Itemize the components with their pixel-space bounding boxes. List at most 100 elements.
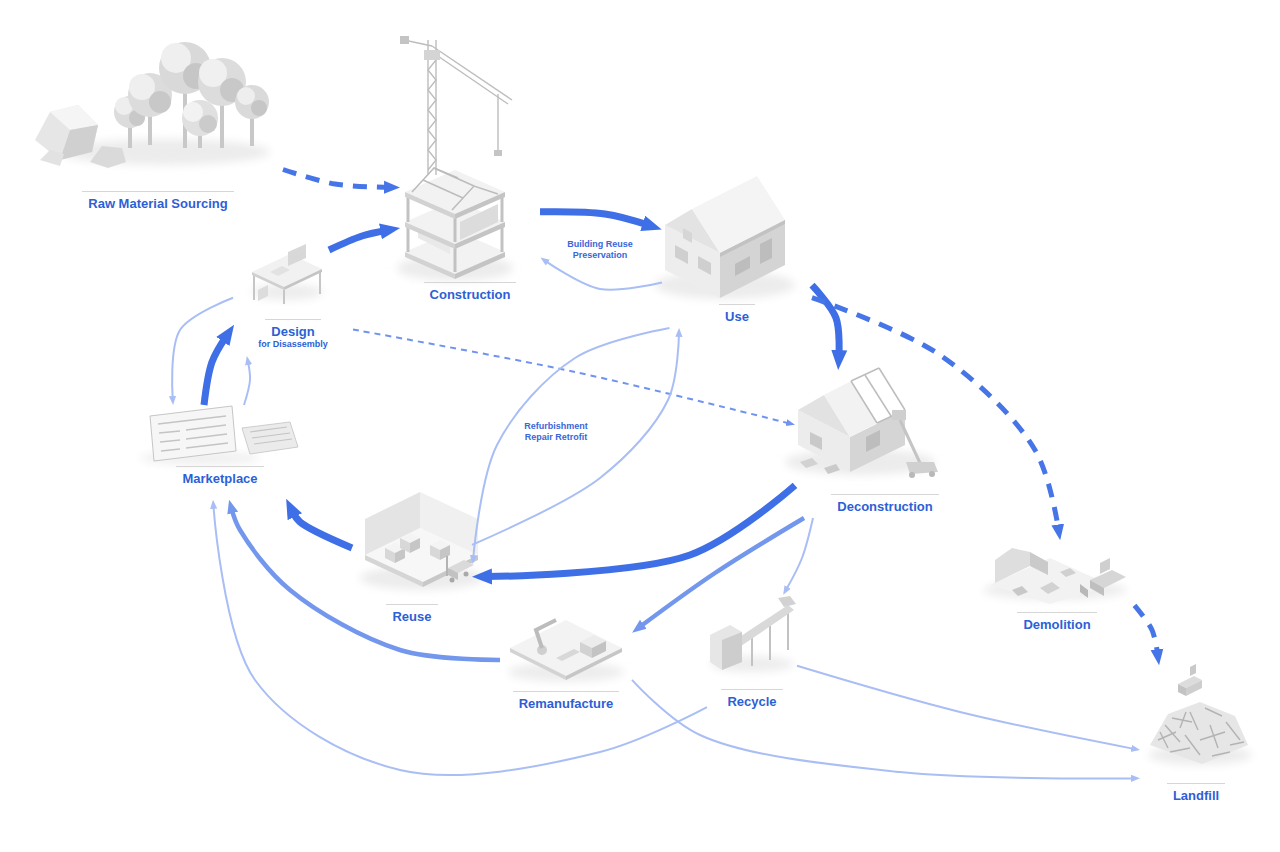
raw-material-illustration-part <box>90 146 126 168</box>
flow-label: Refurbishment Repair Retrofit <box>521 420 591 444</box>
recycle-illustration-part-part <box>787 613 789 650</box>
flow-arrow <box>640 518 804 627</box>
stage-node: Deconstruction <box>795 370 975 518</box>
use-illustration-part <box>760 238 772 264</box>
stage-node: Designfor Disassembly <box>233 250 353 356</box>
demolition-illustration <box>983 548 1127 604</box>
raw-material-illustration-part <box>149 91 171 113</box>
flow-arrow <box>204 336 226 405</box>
recycle-illustration-part <box>735 605 794 646</box>
landfill-illustration-part-part <box>1190 712 1198 730</box>
reuse-illustration-part <box>410 538 420 553</box>
flow-arrow <box>472 334 679 545</box>
raw-material-illustration-part <box>183 102 203 122</box>
marketplace-illustration-part <box>150 406 236 461</box>
landfill-illustration-part-part <box>1160 732 1168 748</box>
stage-label: Use <box>719 304 755 324</box>
design-illustration-part <box>288 244 306 266</box>
construction-illustration-part-part <box>454 217 457 242</box>
deconstruction-illustration-part <box>929 471 935 477</box>
deconstruction-illustration-part <box>909 472 915 478</box>
stage-node: Reuse <box>352 500 472 628</box>
deconstruction-illustration-part <box>800 458 818 468</box>
deconstruction-illustration-part-part <box>851 368 879 381</box>
marketplace-illustration-part-part <box>160 440 180 442</box>
landfill-illustration <box>1148 664 1252 765</box>
stage-label: Raw Material Sourcing <box>82 191 233 211</box>
stage-label: Demolition <box>1017 612 1096 632</box>
design-illustration-part <box>284 269 322 290</box>
construction-illustration-part <box>405 252 455 279</box>
stage-node: Landfill <box>1140 665 1252 807</box>
stage-label: Landfill <box>1167 783 1225 803</box>
construction-illustration-part-part <box>432 46 512 100</box>
marketplace-illustration-part-part <box>250 427 287 432</box>
stage-label: Remanufacture <box>513 691 620 711</box>
construction-illustration-part-part <box>432 52 508 104</box>
raw-material-illustration-part <box>251 100 267 116</box>
flow-arrow <box>232 509 500 660</box>
raw-material-illustration-part <box>182 100 218 136</box>
construction-illustration-part-part <box>407 197 410 222</box>
flow-arrow <box>473 328 669 558</box>
stage-label: Construction <box>424 282 517 302</box>
demolition-illustration-part <box>1090 580 1104 596</box>
construction-illustration-part <box>455 192 505 219</box>
flow-arrow <box>797 666 1134 749</box>
deconstruction-illustration-part <box>824 381 877 437</box>
construction-illustration-part-part <box>423 180 463 198</box>
stage-label: Reuse <box>386 604 437 624</box>
remanufacture-illustration-part <box>556 649 580 661</box>
landfill-illustration-part-part <box>1205 708 1222 716</box>
demolition-illustration-part <box>1040 582 1060 594</box>
deconstruction-illustration-part <box>900 420 920 463</box>
construction-illustration-part-part <box>434 168 474 186</box>
construction-illustration-part-part <box>497 94 498 150</box>
landfill-illustration-part <box>1186 680 1202 696</box>
construction-illustration-part-part <box>454 247 457 272</box>
deconstruction-illustration-part <box>851 368 905 423</box>
construction-illustration-part <box>412 168 498 210</box>
design-illustration-part <box>270 266 290 276</box>
raw-material-illustration-part <box>199 115 217 133</box>
flow-arrow <box>546 261 662 290</box>
raw-material-illustration-part <box>237 87 255 105</box>
reuse-illustration-part <box>440 545 450 560</box>
use-illustration-part <box>720 220 785 257</box>
reuse-illustration-part <box>450 578 455 583</box>
demolition-illustration-part <box>995 548 1030 583</box>
landfill-illustration-part-part <box>1165 725 1180 742</box>
marketplace-illustration-part-part <box>186 434 227 439</box>
construction-illustration-part-part <box>407 227 410 252</box>
construction-illustration-part-part <box>428 50 436 170</box>
marketplace-illustration-part <box>242 422 298 454</box>
construction-illustration-part-part <box>412 168 458 192</box>
remanufacture-illustration-part <box>510 620 622 676</box>
recycle-illustration-part-part <box>769 626 771 660</box>
recycle-illustration-part <box>778 596 796 607</box>
construction-illustration-part <box>455 252 505 279</box>
raw-material-illustration-part <box>35 105 98 160</box>
design-illustration <box>251 244 323 304</box>
deconstruction-illustration-part <box>892 410 906 420</box>
demolition-illustration-part <box>1080 584 1088 598</box>
stage-node: Marketplace <box>140 405 300 500</box>
construction-illustration-part-part <box>501 227 504 252</box>
reuse-illustration-part <box>400 538 410 553</box>
construction-illustration-part <box>424 50 440 60</box>
stage-label: Deconstruction <box>831 494 938 514</box>
use-illustration-part <box>683 228 692 243</box>
demolition-illustration-part <box>1012 586 1028 596</box>
flow-arrow <box>540 212 648 225</box>
flow-arrow <box>292 511 352 548</box>
remanufacture-illustration-part <box>536 620 556 648</box>
stage-label: Design <box>265 319 320 339</box>
landfill-illustration-part <box>1150 702 1248 764</box>
flow-arrow <box>244 362 250 405</box>
recycle-illustration-part <box>722 632 742 670</box>
recycle-illustration-part <box>710 625 742 670</box>
marketplace-illustration-part-part <box>252 433 290 438</box>
demolition-illustration-part <box>1060 568 1076 577</box>
construction-illustration-part <box>405 222 455 249</box>
